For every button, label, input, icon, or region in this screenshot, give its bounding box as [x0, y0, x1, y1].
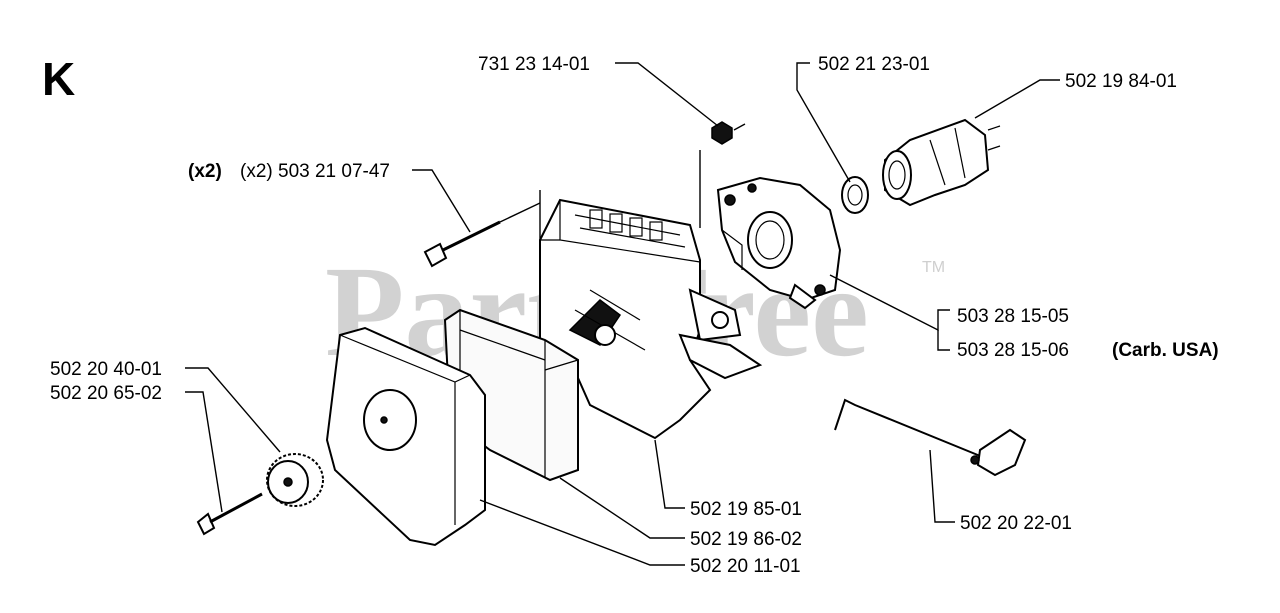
label-502-19-86-02: 502 19 86-02 — [690, 529, 802, 550]
nut-drawing — [711, 121, 746, 145]
carburetor-drawing — [716, 176, 842, 310]
label-502-20-22-01: 502 20 22-01 — [960, 513, 1072, 534]
gasket-drawing — [841, 176, 869, 214]
filter-holder-drawing — [539, 198, 763, 440]
label-502-20-40-01: 502 20 40-01 — [50, 359, 162, 380]
filter-cover-drawing — [325, 326, 486, 547]
label-x2-prefix: (x2) — [188, 161, 222, 182]
knob-drawing — [266, 453, 324, 507]
label-731-23-14-01: 731 23 14-01 — [478, 54, 590, 75]
label-502-20-65-02: 502 20 65-02 — [50, 383, 162, 404]
label-503-21-07-47: (x2) 503 21 07-47 — [240, 161, 390, 182]
long-screw-drawing — [423, 202, 541, 268]
label-502-19-85-01: 502 19 85-01 — [690, 499, 802, 520]
label-502-19-84-01: 502 19 84-01 — [1065, 71, 1177, 92]
label-502-20-11-01: 502 20 11-01 — [690, 556, 801, 577]
label-503-28-15-05: 503 28 15-05 — [957, 306, 1069, 327]
section-letter: K — [42, 53, 75, 105]
small-screw-drawing — [196, 492, 263, 536]
label-502-21-23-01: 502 21 23-01 — [818, 54, 930, 75]
rod-drawing — [834, 398, 1027, 477]
leader-lines — [185, 62, 1060, 566]
label-503-28-15-06: 503 28 15-06 — [957, 340, 1069, 361]
label-carb-usa: (Carb. USA) — [1112, 340, 1219, 361]
intake-adapter-drawing — [882, 118, 1001, 207]
trademark: TM — [922, 259, 945, 276]
